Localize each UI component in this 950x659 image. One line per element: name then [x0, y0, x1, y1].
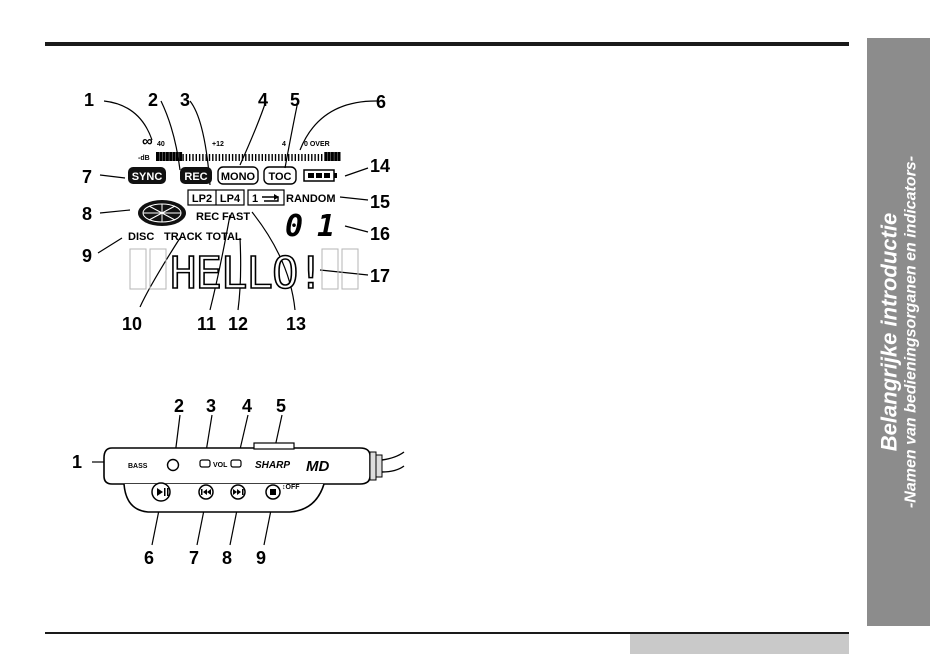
- cable-collar: [370, 452, 376, 480]
- remote-callout: 2: [174, 396, 184, 416]
- remote-callout: 6: [144, 548, 154, 568]
- cable: [382, 452, 404, 472]
- hold-switch[interactable]: [254, 443, 294, 449]
- previous-button[interactable]: [199, 485, 213, 499]
- vol-label: VOL: [213, 462, 228, 469]
- bass-button[interactable]: [168, 460, 179, 471]
- vol-down-button[interactable]: [200, 460, 210, 467]
- remote-callout: 8: [222, 548, 232, 568]
- remote-callout: 4: [242, 396, 252, 416]
- md-logo: MD: [306, 458, 329, 475]
- sharp-brand: SHARP: [255, 460, 290, 471]
- remote-callout: 7: [189, 548, 199, 568]
- remote-callout: 1: [72, 452, 82, 472]
- next-button[interactable]: [231, 485, 245, 499]
- off-label: ↕OFF: [282, 484, 300, 491]
- stop-button[interactable]: [266, 485, 280, 499]
- remote-callout: 5: [276, 396, 286, 416]
- remote-callout: 3: [206, 396, 216, 416]
- bass-label: BASS: [128, 463, 148, 470]
- vol-up-button[interactable]: [231, 460, 241, 467]
- remote-callout: 9: [256, 548, 266, 568]
- play-pause-button[interactable]: [152, 483, 170, 501]
